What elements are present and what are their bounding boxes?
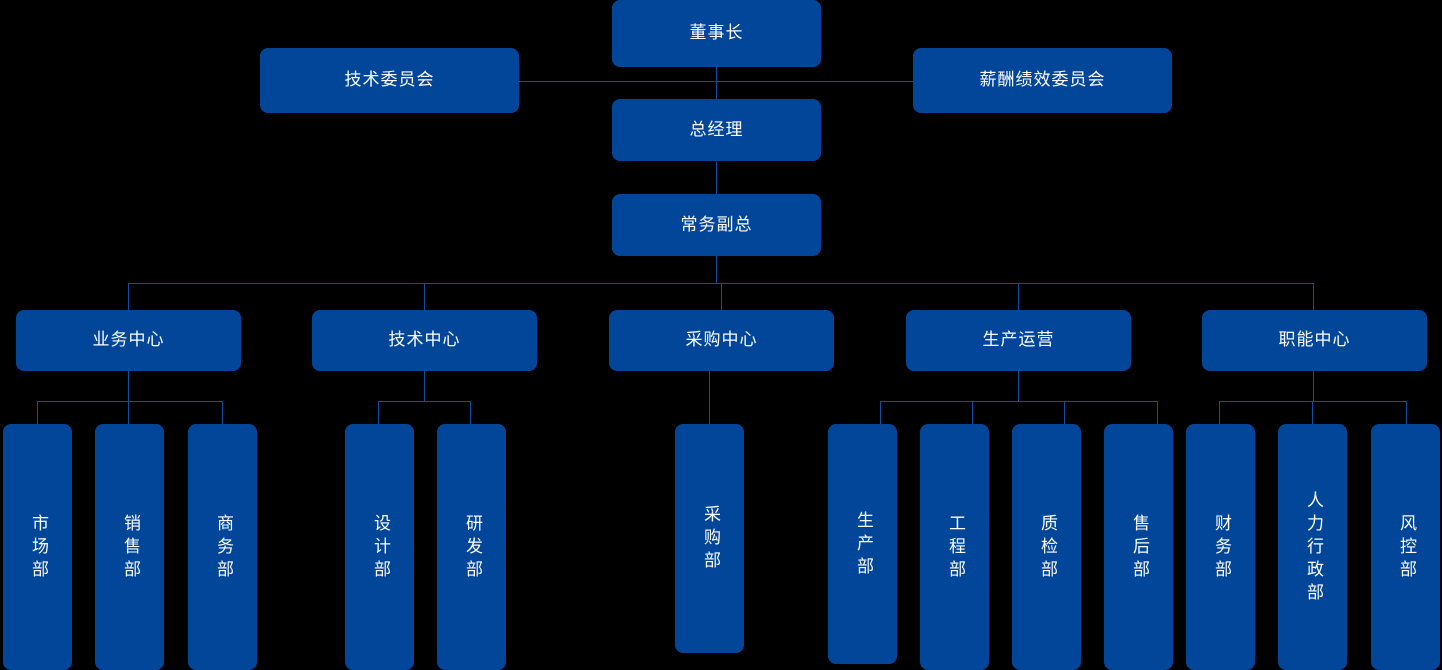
connector-gm-to-vp — [716, 162, 717, 195]
node-chairman[interactable]: 董事长 — [612, 0, 821, 67]
node-hr-admin-dept[interactable]: 人力行政部 — [1278, 424, 1347, 670]
node-tech-committee[interactable]: 技术委员会 — [260, 48, 519, 113]
node-risk-control-dept[interactable]: 风控部 — [1371, 424, 1440, 670]
connector-committee-bus — [519, 81, 914, 82]
connector-bus-to-tech-center — [424, 283, 425, 311]
node-market-dept[interactable]: 市场部 — [3, 424, 72, 670]
connector-to-risk-dept — [1406, 401, 1407, 424]
connector-to-commerce-dept — [222, 401, 223, 424]
connector-tech-sub-bus — [378, 401, 471, 402]
connector-bus-to-production-center — [1018, 283, 1019, 311]
connector-purchase-center-down — [709, 371, 710, 424]
connector-chairman-to-gm — [716, 66, 717, 104]
connector-bus-to-business-center — [128, 283, 129, 311]
connector-to-qc-dept — [1064, 401, 1065, 424]
connector-to-design-dept — [378, 401, 379, 424]
node-sales-dept[interactable]: 销售部 — [95, 424, 164, 670]
node-rd-dept[interactable]: 研发部 — [437, 424, 506, 670]
connector-bus-to-function-center — [1313, 283, 1314, 311]
connector-to-market-dept — [37, 401, 38, 424]
connector-bus-to-purchase-center — [721, 283, 722, 311]
node-commerce-dept[interactable]: 商务部 — [188, 424, 257, 670]
connector-to-finance-dept — [1219, 401, 1220, 424]
connector-to-aftersales-dept — [1157, 401, 1158, 424]
connector-to-engineering-dept — [972, 401, 973, 424]
connector-to-hr-dept — [1312, 401, 1313, 424]
node-purchase-center[interactable]: 采购中心 — [609, 310, 834, 371]
node-general-manager[interactable]: 总经理 — [612, 99, 821, 161]
connector-business-sub-bus — [37, 401, 223, 402]
connector-business-center-down — [128, 371, 129, 401]
node-tech-center[interactable]: 技术中心 — [312, 310, 537, 371]
connector-to-rd-dept — [470, 401, 471, 424]
node-purchase-dept[interactable]: 采购部 — [675, 424, 744, 653]
node-production-dept[interactable]: 生产部 — [828, 424, 897, 664]
node-business-center[interactable]: 业务中心 — [16, 310, 241, 371]
connector-tech-center-down — [424, 371, 425, 401]
connector-to-production-dept — [880, 401, 881, 424]
connector-production-center-down — [1018, 371, 1019, 401]
connector-function-center-down — [1313, 371, 1314, 401]
connector-production-sub-bus — [880, 401, 1158, 402]
connector-to-sales-dept — [128, 401, 129, 424]
node-aftersales-dept[interactable]: 售后部 — [1104, 424, 1173, 670]
node-production-center[interactable]: 生产运营 — [906, 310, 1131, 371]
node-qc-dept[interactable]: 质检部 — [1012, 424, 1081, 670]
node-design-dept[interactable]: 设计部 — [345, 424, 414, 670]
node-function-center[interactable]: 职能中心 — [1202, 310, 1427, 371]
connector-vp-to-bus — [716, 255, 717, 284]
node-finance-dept[interactable]: 财务部 — [1186, 424, 1255, 670]
node-executive-vp[interactable]: 常务副总 — [612, 194, 821, 256]
node-compensation-committee[interactable]: 薪酬绩效委员会 — [913, 48, 1172, 113]
node-engineering-dept[interactable]: 工程部 — [920, 424, 989, 670]
